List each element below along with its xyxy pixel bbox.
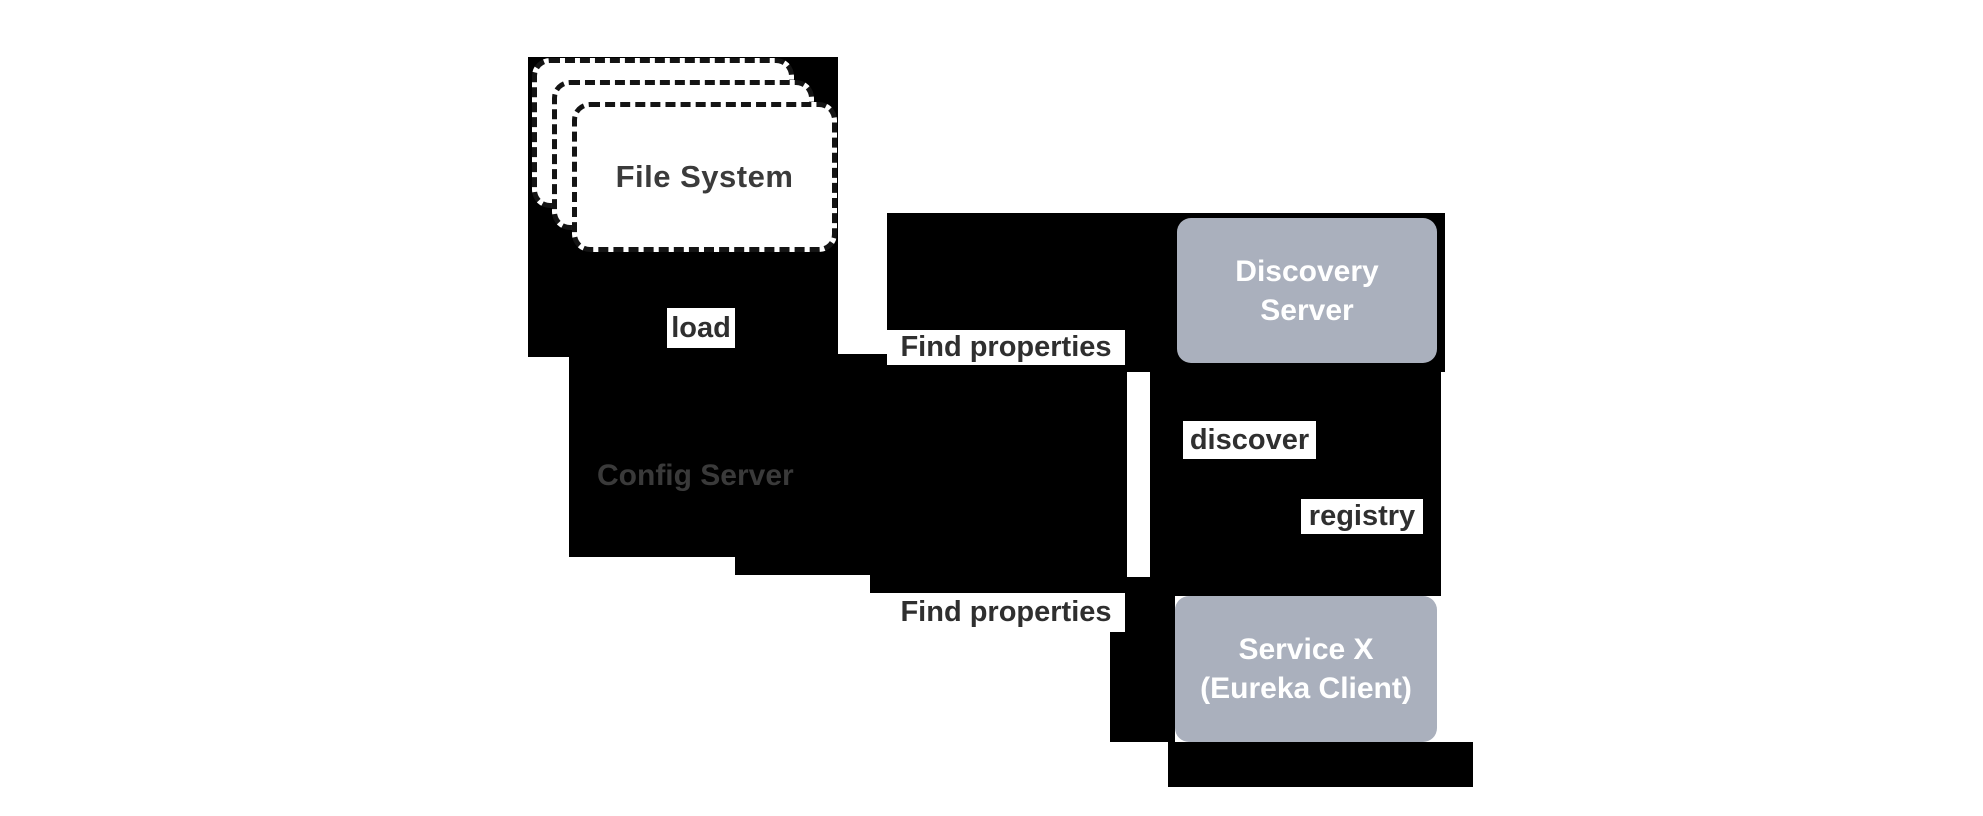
blackout-region-config-step bbox=[735, 557, 870, 575]
file-system-label: File System bbox=[615, 159, 794, 194]
service-x-label-line2: (Eureka Client) bbox=[1200, 672, 1412, 705]
blackout-region-config-server bbox=[569, 354, 1127, 557]
discovery-server-node: Discovery Server bbox=[1177, 218, 1437, 363]
edge-label-registry: registry bbox=[1301, 499, 1423, 534]
file-system-node: File System bbox=[572, 102, 837, 252]
blackout-region-discover-column bbox=[1150, 372, 1441, 596]
edge-label-find-properties-top: Find properties bbox=[887, 330, 1125, 365]
edge-label-load: load bbox=[667, 308, 735, 348]
service-x-node: Service X (Eureka Client) bbox=[1175, 596, 1437, 742]
edge-label-discover: discover bbox=[1183, 421, 1316, 459]
discovery-server-label-line2: Server bbox=[1260, 293, 1354, 327]
discovery-server-label-line1: Discovery bbox=[1235, 254, 1379, 288]
blackout-region-middle-column bbox=[870, 557, 1127, 593]
blackout-region-bottom-band bbox=[1168, 742, 1473, 787]
config-server-label: Config Server bbox=[597, 459, 794, 492]
service-x-label-line1: Service X bbox=[1238, 633, 1374, 666]
edge-label-find-properties-bottom: Find properties bbox=[887, 593, 1125, 632]
